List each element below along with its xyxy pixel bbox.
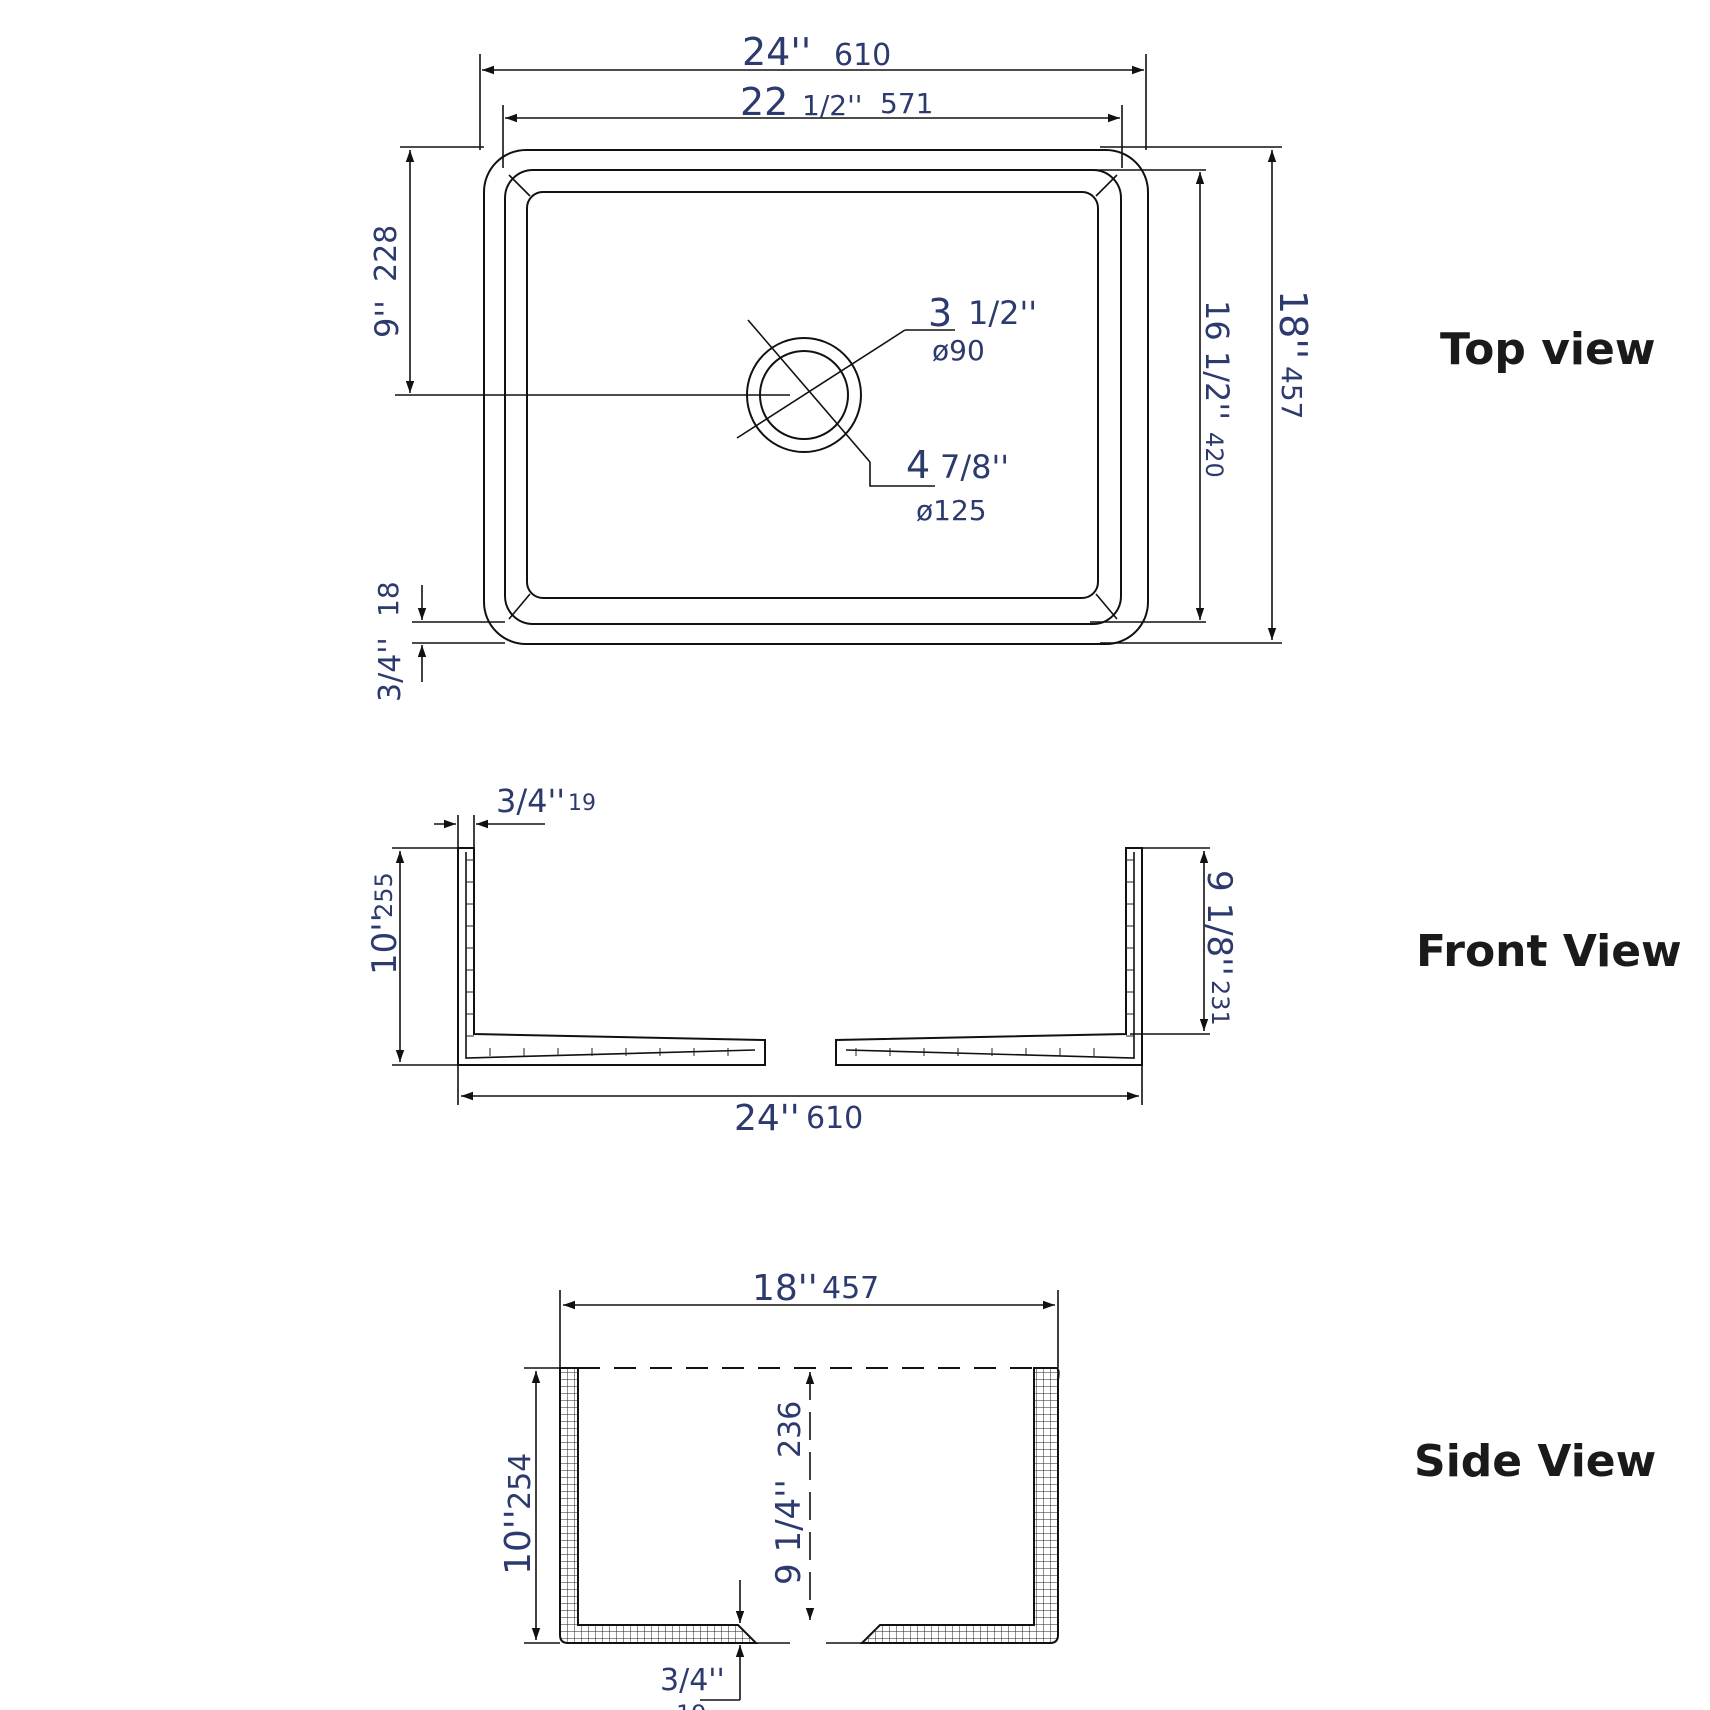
front-inner-height-in: 9 1/8'' bbox=[1199, 870, 1239, 976]
side-width-in: 18'' bbox=[752, 1268, 818, 1309]
top-drain-inner-in: 3 bbox=[928, 291, 952, 335]
top-rim-in: 3/4'' bbox=[373, 637, 408, 702]
top-depth-mm: 457 bbox=[1275, 366, 1308, 419]
top-drain-outer-in: 4 bbox=[906, 443, 930, 487]
top-drain-inner-mm: ø90 bbox=[932, 334, 985, 367]
top-drain-inner-frac: 1/2'' bbox=[968, 294, 1037, 332]
basin-corner-line bbox=[508, 593, 531, 620]
side-width-mm: 457 bbox=[822, 1271, 879, 1306]
front-wall-ticks bbox=[466, 859, 1134, 1056]
front-wall-in: 3/4'' bbox=[496, 782, 565, 820]
front-height-mm: 255 bbox=[370, 872, 398, 918]
drain-outer-leader bbox=[869, 462, 935, 487]
front-wall-mm: 19 bbox=[568, 791, 596, 816]
basin-corner-line bbox=[1095, 174, 1118, 197]
top-inner-depth-in: 16 1/2'' bbox=[1198, 300, 1236, 420]
top-depth-in: 18'' bbox=[1271, 290, 1315, 359]
side-height-in: 10'' bbox=[498, 1509, 539, 1575]
top-inner-width-mm: 571 bbox=[880, 87, 933, 120]
top-width-mm: 610 bbox=[834, 38, 891, 73]
top-drain-outer-mm: ø125 bbox=[916, 494, 987, 527]
side-inner-height-in: 9 1/4'' bbox=[769, 1479, 809, 1585]
basin-corner-line bbox=[508, 174, 531, 197]
side-left-wall bbox=[559, 1367, 759, 1644]
side-right-wall bbox=[859, 1367, 1060, 1644]
top-drain-offset-mm: 228 bbox=[369, 225, 404, 282]
front-right-inner bbox=[845, 852, 1135, 1059]
side-bottom-in: 3/4'' bbox=[660, 1663, 725, 1698]
top-view: 24'' 610 22 1/2'' 571 3 1/2'' ø90 4 7/8'… bbox=[368, 30, 1655, 702]
top-inner-width-frac: 1/2'' bbox=[802, 89, 862, 122]
side-view-label: Side View bbox=[1414, 1436, 1656, 1487]
top-inner-width-in: 22 bbox=[740, 80, 788, 124]
basin-corner-line bbox=[1095, 593, 1118, 620]
drain-inner-leader bbox=[736, 329, 906, 439]
front-view-label: Front View bbox=[1416, 926, 1682, 977]
top-drain-offset-in: 9'' bbox=[368, 300, 406, 338]
top-rim-mm: 18 bbox=[372, 581, 405, 617]
front-view: 3/4'' 19 10'' 255 9 1/8'' 231 24'' 610 F… bbox=[365, 782, 1682, 1139]
side-bottom-mm: 19 bbox=[676, 1700, 707, 1710]
front-right-profile bbox=[835, 847, 1143, 1066]
sink-outer-rim bbox=[483, 149, 1149, 645]
top-width-in: 24'' bbox=[742, 30, 811, 74]
front-width-mm: 610 bbox=[806, 1101, 863, 1136]
front-left-profile bbox=[457, 847, 766, 1066]
sink-rim-inner bbox=[504, 169, 1122, 625]
side-inner-height-mm: 236 bbox=[773, 1401, 808, 1458]
top-view-label: Top view bbox=[1440, 324, 1655, 375]
front-width-in: 24'' bbox=[734, 1098, 800, 1139]
front-left-inner bbox=[465, 852, 756, 1059]
top-inner-depth-mm: 420 bbox=[1200, 432, 1228, 478]
front-inner-height-mm: 231 bbox=[1206, 980, 1234, 1026]
front-height-in: 10'' bbox=[365, 913, 405, 975]
top-drain-outer-frac: 7/8'' bbox=[940, 448, 1009, 486]
side-view: 18'' 457 10'' 254 9 1/4'' 236 3/4'' 19 S… bbox=[498, 1268, 1656, 1710]
side-height-mm: 254 bbox=[503, 1453, 538, 1510]
